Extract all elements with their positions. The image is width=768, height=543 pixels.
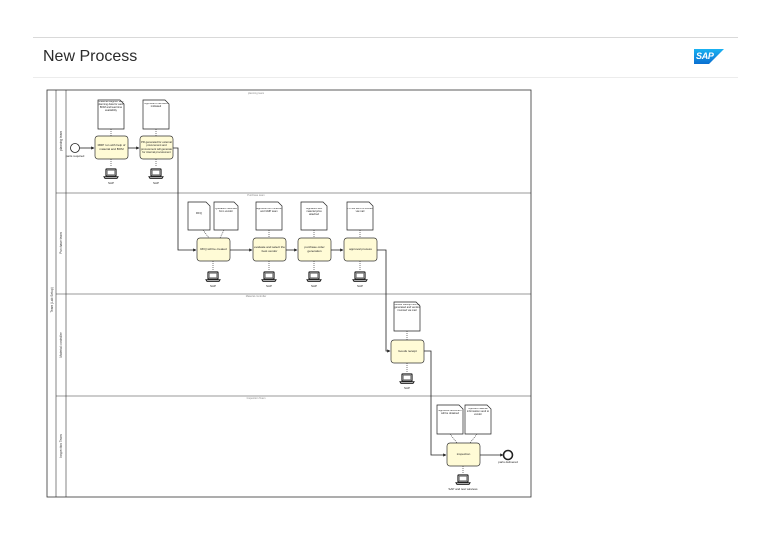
system-label: SAP (266, 284, 272, 288)
laptop-icon (103, 168, 119, 179)
lane-label-purchase: Purchase team (59, 232, 63, 254)
task-inspection-label: inspection (456, 451, 471, 456)
lane-marker-material: Material controller (246, 294, 267, 298)
task-pr-label: PR generated for external procurement an… (141, 141, 172, 154)
end-event (502, 449, 514, 461)
doc-rfq: RFQ (187, 201, 211, 231)
laptop-icon (352, 271, 368, 282)
laptop-icon (261, 271, 277, 282)
system-label: SAP (404, 386, 410, 390)
system-label: SAP (108, 181, 114, 185)
task-po[interactable]: purchase order generation (297, 237, 332, 262)
task-pr[interactable]: PR generated for external procurement an… (139, 135, 174, 160)
doc-rejected: rejected material information send to ve… (464, 404, 492, 435)
system-label: SAP (153, 181, 159, 185)
laptop-icon (306, 271, 322, 282)
lane-label-planning: planning team (59, 131, 63, 151)
laptop-icon (148, 168, 164, 179)
pool-label: Team (Lab Setup) (50, 287, 54, 312)
doc-approved: approved document will be obtained (436, 404, 464, 435)
flow-approval-goods (376, 249, 391, 353)
task-goods-receipt[interactable]: Goods receipt (390, 339, 425, 364)
doc-goods-receipt: Goods Receipt will be generated and vend… (393, 301, 421, 332)
lane-label-material: Material controller (59, 331, 63, 357)
task-mrp[interactable]: MRP run with help of material and BOM (94, 135, 129, 160)
task-mrp-label: MRP run with help of material and BOM (97, 142, 126, 151)
doc-approval-pr: Approval of demand indicated (142, 99, 170, 130)
task-evaluate[interactable]: evaluate and select the best vendor (252, 237, 287, 262)
sap-logo: SAP (694, 49, 724, 64)
page-header: New Process SAP (33, 37, 738, 78)
flow-pr-rfq (172, 147, 197, 252)
doc-approval-finance: approval from finance and GMP team (255, 201, 283, 231)
task-approval[interactable]: approval process (343, 237, 378, 262)
doc-material: Material diagram with planning data for … (97, 99, 125, 130)
system-label: SAP (311, 284, 317, 288)
start-event (70, 143, 80, 153)
flow-goods-inspection (424, 350, 447, 457)
task-rfq[interactable]: RFQ will be created (196, 237, 231, 262)
page-title: New Process (43, 48, 138, 65)
laptop-icon (205, 271, 221, 282)
laptop-icon (455, 474, 471, 485)
doc-signature: Signature with material price attached (300, 201, 328, 231)
start-event-label: parts required (66, 154, 85, 158)
task-goods-label: Goods receipt (398, 348, 417, 353)
lane-marker-inspection: Inspection Team (247, 396, 266, 400)
task-po-label: purchase order generation (304, 244, 325, 253)
lane-marker-purchase: Purchase team (247, 193, 264, 197)
lane-label-inspection: Inspection Team (59, 434, 63, 457)
end-event-label: parts delivered (498, 460, 518, 464)
task-rfq-label: RFQ will be created (200, 246, 227, 251)
laptop-icon (399, 373, 415, 384)
doc-po-sent: PO will send to vendor via mail (346, 201, 374, 231)
doc-quotation: Quotation received from vendor (213, 201, 239, 231)
task-approval-label: approval process (349, 246, 372, 251)
task-inspection[interactable]: inspection (446, 442, 481, 467)
system-label: SAP (357, 284, 363, 288)
lane-marker-planning: planning team (248, 91, 264, 95)
system-label: SAP (210, 284, 216, 288)
system-label: SAP and test wireless (448, 487, 478, 491)
task-evaluate-label: evaluate and select the best vendor (254, 244, 285, 253)
